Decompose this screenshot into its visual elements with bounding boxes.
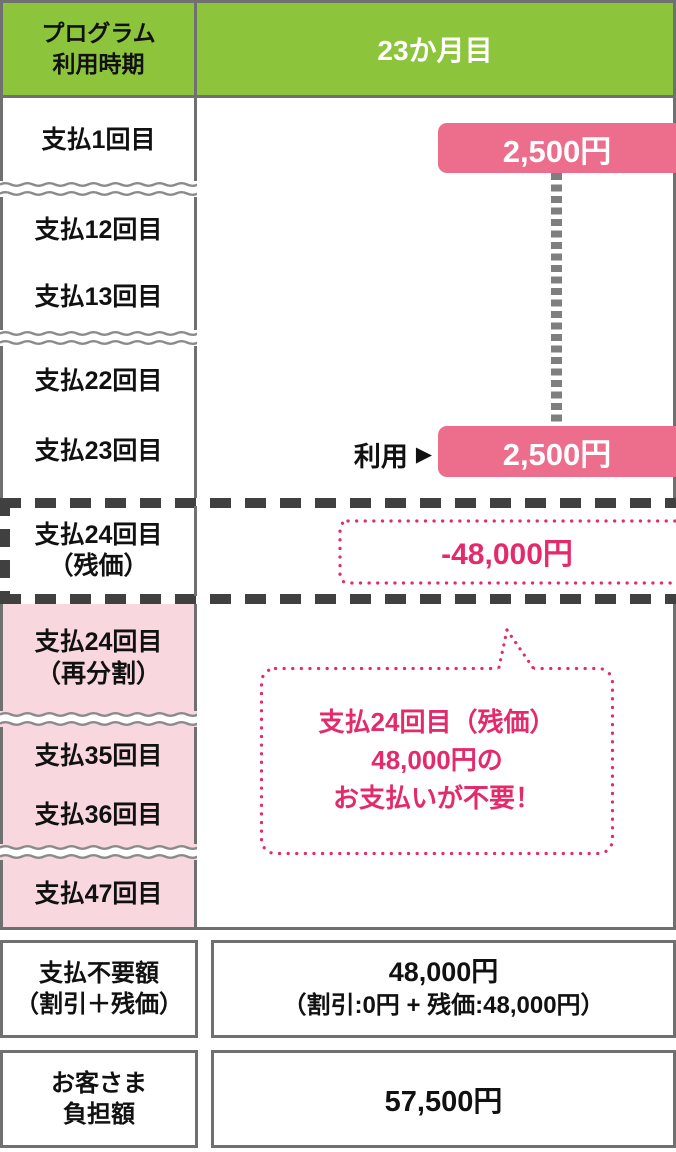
dashed-border-top <box>0 498 676 508</box>
payment-row-label: 支払24回目 <box>34 627 163 656</box>
callout-line2: 48,000円の <box>371 745 503 775</box>
no-payment-callout-bubble <box>259 666 615 856</box>
residual-payment-highlight-row: 支払24回目 （残価） -48,000円 <box>0 498 676 604</box>
month-label: 23か月目 <box>377 35 493 66</box>
payment-row-label: 支払47回目 <box>34 879 163 908</box>
customer-burden-label: お客さま 負担額 <box>0 1050 198 1148</box>
usage-text: 利用 <box>353 441 408 472</box>
payment-row-label: 支払24回目 <box>34 521 163 549</box>
program-period-header: プログラム 利用時期 <box>0 0 197 98</box>
dashed-border-left <box>0 498 10 604</box>
column-divider <box>194 506 197 596</box>
callout-line1: 支払24回目（残価） <box>318 707 556 737</box>
payment-rows-22-23: 支払22回目 支払23回目 <box>0 346 197 498</box>
no-payment-total-label: 支払不要額 （割引＋残価） <box>0 940 198 1038</box>
payment-rows-12-13: 支払12回目 支払13回目 <box>0 197 197 330</box>
payment-row-label: 支払23回目 <box>34 437 163 465</box>
wavy-separator <box>0 841 220 863</box>
customer-burden-value: 57,500円 <box>211 1050 676 1148</box>
payment-row-24-resplit: 支払24回目 （再分割） <box>0 604 197 711</box>
first-payment-bar: 2,500円 <box>438 123 676 173</box>
payment-row-label: 支払1回目 <box>41 125 156 154</box>
payment-row-label: 支払12回目 <box>34 216 163 245</box>
callout-line3: お支払いが不要！ <box>332 783 541 813</box>
arrow-right-icon: ▶ <box>415 442 432 466</box>
program-period-line2: 利用時期 <box>52 51 145 77</box>
first-payment-amount: 2,500円 <box>502 133 612 169</box>
payment-row-1: 支払1回目 <box>0 98 197 181</box>
dashed-border-bottom <box>0 594 676 604</box>
usage-payment-amount: 2,500円 <box>502 437 612 472</box>
payment-row-label: 支払13回目 <box>34 282 163 311</box>
payment-row-47: 支払47回目 <box>0 860 197 930</box>
program-period-line1: プログラム <box>41 20 156 46</box>
payment-row-24-residual: 支払24回目 （残価） <box>0 498 197 604</box>
residual-amount: -48,000円 <box>441 538 573 571</box>
wavy-separator <box>0 708 220 730</box>
residual-amount-box <box>338 519 676 585</box>
wavy-separator <box>0 327 220 349</box>
usage-label: 利用 ▶ <box>330 438 432 472</box>
payment-row-label: 支払36回目 <box>34 800 163 829</box>
payment-connector-dashed-line <box>551 173 562 426</box>
no-payment-callout-text: 支払24回目（残価） 48,000円の お支払いが不要！ <box>259 700 615 820</box>
payment-row-label: （残価） <box>48 552 149 580</box>
payment-row-label: 支払35回目 <box>34 742 163 771</box>
payment-rows-35-36: 支払35回目 支払36回目 <box>0 727 197 844</box>
callout-bubble-tail <box>496 628 538 674</box>
wavy-separator <box>0 178 220 200</box>
no-payment-total-value: 48,000円 （割引:0円 + 残価:48,000円） <box>211 940 676 1038</box>
payment-row-label: （再分割） <box>35 659 161 688</box>
month-header: 23か月目 <box>197 0 676 98</box>
payment-row-label: 支払22回目 <box>34 367 163 395</box>
usage-payment-bar: 2,500円 <box>438 426 676 477</box>
